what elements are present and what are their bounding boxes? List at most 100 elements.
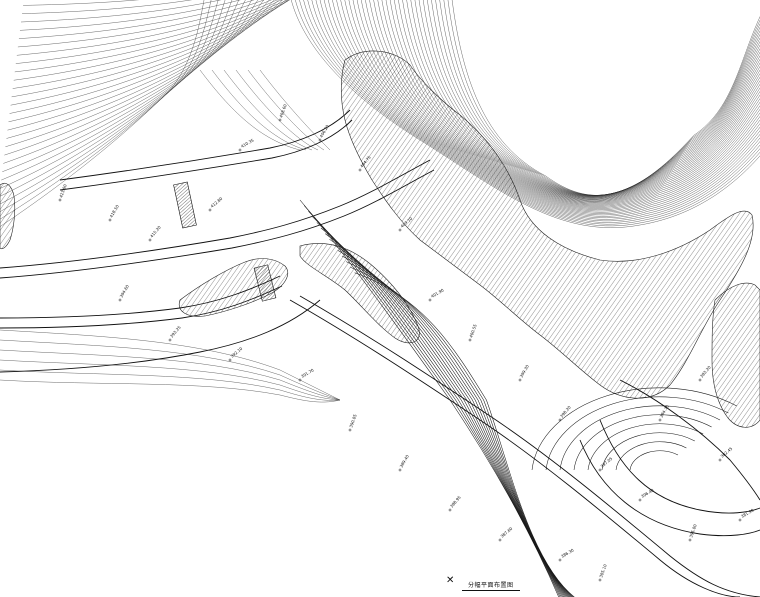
survey-point-icon — [358, 168, 362, 172]
elevation-label: 418.50 — [109, 203, 121, 218]
contour-line — [0, 369, 341, 401]
survey-point-icon — [168, 338, 172, 342]
contour-line — [0, 339, 341, 401]
contour-line — [629, 450, 679, 471]
survey-point-icon — [598, 578, 602, 582]
hatched-zones — [0, 50, 760, 428]
contour-line — [17, 0, 265, 48]
elevation-label: 383.20 — [699, 364, 712, 378]
survey-marks — [58, 118, 742, 582]
survey-point-icon — [228, 358, 232, 362]
contour-line — [259, 69, 331, 151]
contour-line — [0, 359, 341, 401]
contour-line — [423, 0, 760, 197]
survey-point-icon — [428, 298, 432, 302]
survey-point-icon — [108, 218, 112, 222]
elevation-label: 401.90 — [430, 287, 445, 299]
contour-line — [14, 0, 283, 73]
contour-line — [13, 0, 288, 81]
contour-line — [559, 405, 721, 471]
elevation-label: 410.35 — [240, 137, 255, 149]
contour-line — [15, 0, 278, 64]
elevation-label: 387.60 — [499, 526, 513, 539]
survey-point-icon — [638, 498, 642, 502]
contour-line — [0, 0, 219, 212]
survey-point-icon — [118, 298, 122, 302]
elevation-label: 399.30 — [519, 363, 531, 378]
survey-point-icon — [558, 558, 562, 562]
north-arrow-icon: ✕ — [446, 575, 455, 586]
contour-line — [601, 432, 695, 471]
survey-point-icon — [558, 418, 562, 422]
contour-line — [0, 0, 205, 227]
survey-point-icon — [398, 468, 402, 472]
contour-line — [4, 0, 265, 156]
contour-line — [299, 0, 760, 225]
elevation-label: 395.80 — [688, 523, 698, 538]
survey-point-icon — [318, 138, 322, 142]
survey-point-icon — [738, 518, 742, 522]
contour-line — [20, 0, 222, 23]
elevation-label: 384.75 — [659, 403, 671, 418]
contour-line — [303, 0, 760, 223]
elevation-label: 388.95 — [449, 494, 462, 508]
elevation-label: 415.20 — [149, 224, 162, 238]
contour-line — [223, 69, 313, 151]
contour-line — [2, 0, 253, 172]
elevation-label: 400.55 — [468, 323, 478, 338]
contour-line — [427, 0, 760, 196]
survey-point-icon — [148, 238, 152, 242]
elevation-label: 389.40 — [399, 453, 411, 468]
contour-line — [16, 0, 272, 56]
left-edge-zone — [0, 182, 16, 250]
survey-point-icon — [518, 378, 522, 382]
survey-point-icon — [398, 228, 402, 232]
elevation-label: 408.60 — [278, 103, 288, 118]
elevation-label: 391.70 — [300, 367, 315, 379]
contour-line — [247, 69, 325, 151]
survey-point-icon — [58, 198, 62, 202]
contour-line — [1, 0, 246, 181]
bridge-mark-2 — [253, 264, 277, 302]
survey-point-icon — [688, 538, 692, 542]
elevation-label: 393.25 — [169, 324, 182, 338]
survey-point-icon — [698, 378, 702, 382]
ridge-zone-upper — [340, 50, 754, 399]
contour-line — [573, 414, 712, 471]
contour-line — [418, 0, 760, 197]
elevation-label: 385.10 — [598, 563, 608, 578]
contour-line — [8, 0, 283, 123]
contour-line — [9, 0, 286, 114]
contour-line — [545, 396, 729, 471]
survey-point-icon — [718, 458, 722, 462]
survey-point-icon — [658, 418, 662, 422]
elevation-label: 394.60 — [119, 283, 131, 298]
bridge-mark-1 — [173, 181, 197, 229]
elevation-label: 423.00 — [58, 183, 68, 198]
contour-line — [414, 0, 760, 197]
contour-line — [11, 0, 290, 98]
contour-line — [531, 387, 737, 471]
survey-point-icon — [468, 338, 472, 342]
contour-line — [0, 0, 239, 189]
contour-line — [3, 0, 259, 164]
survey-point-icon — [298, 378, 302, 382]
contour-line — [12, 0, 290, 89]
survey-point-icon — [238, 148, 242, 152]
contour-line — [354, 272, 575, 597]
contour-line — [199, 69, 301, 151]
contour-line — [451, 0, 760, 196]
contour-line — [402, 0, 760, 198]
contour-line — [587, 423, 704, 471]
survey-point-icon — [278, 118, 282, 122]
elevation-label: 406.20 — [319, 123, 331, 138]
valley-zone-mid — [299, 243, 420, 344]
contour-line — [19, 0, 241, 31]
contour-line — [431, 0, 760, 196]
survey-point-icon — [498, 538, 502, 542]
contour-line — [0, 0, 212, 220]
contour-line — [23, 0, 139, 6]
survey-point-icon — [448, 508, 452, 512]
contour-line — [0, 379, 341, 403]
elevation-label: 386.30 — [560, 547, 575, 559]
